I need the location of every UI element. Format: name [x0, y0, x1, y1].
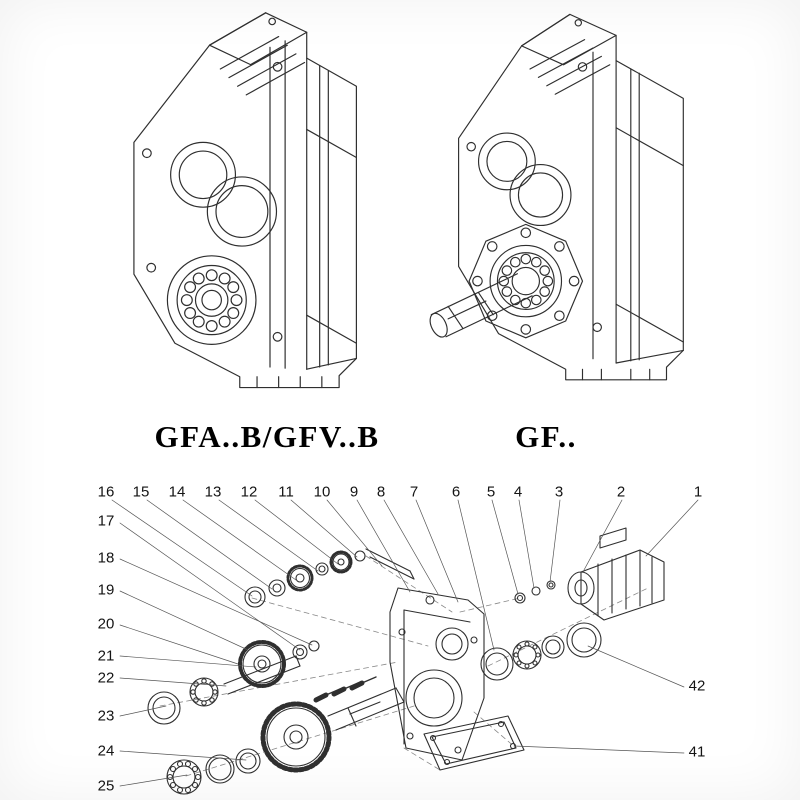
model-label-right: GF.. [515, 419, 577, 454]
part-callout-42: 42 [688, 677, 706, 695]
part-callout-5: 5 [486, 483, 496, 501]
part-callout-14: 14 [168, 483, 186, 501]
housing-silhouette [458, 13, 684, 381]
part-callout-4: 4 [513, 483, 523, 501]
part-callout-17: 17 [97, 512, 115, 530]
part-callout-15: 15 [132, 483, 150, 501]
exploded-view [111, 499, 699, 795]
cover-bolts [313, 676, 377, 703]
cooling-fins [219, 35, 306, 96]
part-callout-19: 19 [97, 581, 115, 599]
part-callout-9: 9 [349, 483, 359, 501]
part-callout-13: 13 [204, 483, 222, 501]
part-callout-18: 18 [97, 549, 115, 567]
exploded-motor [567, 527, 665, 621]
part-callout-1: 1 [693, 483, 703, 501]
part-callout-16: 16 [97, 483, 115, 501]
part-callout-6: 6 [451, 483, 461, 501]
motor-side-parts [480, 580, 602, 681]
output-flange [468, 223, 584, 339]
part-callout-20: 20 [97, 615, 115, 633]
part-callout-41: 41 [688, 743, 706, 761]
part-callout-21: 21 [97, 647, 115, 665]
part-callout-23: 23 [97, 707, 115, 725]
part-callout-24: 24 [97, 742, 115, 760]
model-label-left: GFA..B/GFV..B [154, 419, 380, 454]
screw-heads [466, 19, 602, 333]
output-bearing [166, 255, 257, 345]
left-gearbox-drawing [133, 12, 357, 389]
intermediate-gear-parts [147, 640, 320, 725]
cover-plate [423, 715, 525, 771]
part-callout-8: 8 [376, 483, 386, 501]
output-shaft [429, 273, 533, 338]
screw-heads [141, 17, 283, 342]
part-callout-22: 22 [97, 669, 115, 687]
part-callout-11: 11 [278, 483, 294, 501]
upper-bearing-bores [477, 132, 572, 227]
part-callout-10: 10 [313, 483, 331, 501]
exploded-housing [389, 587, 485, 761]
part-callout-7: 7 [409, 483, 419, 501]
right-gearbox-drawing [429, 13, 684, 381]
housing-silhouette [133, 12, 357, 389]
cooling-fins [529, 39, 611, 95]
leader-lines [111, 499, 699, 787]
part-callout-12: 12 [240, 483, 258, 501]
part-callout-3: 3 [554, 483, 564, 501]
upper-bearing-bores [170, 141, 278, 247]
part-callout-25: 25 [97, 777, 115, 795]
part-callout-2: 2 [616, 483, 626, 501]
